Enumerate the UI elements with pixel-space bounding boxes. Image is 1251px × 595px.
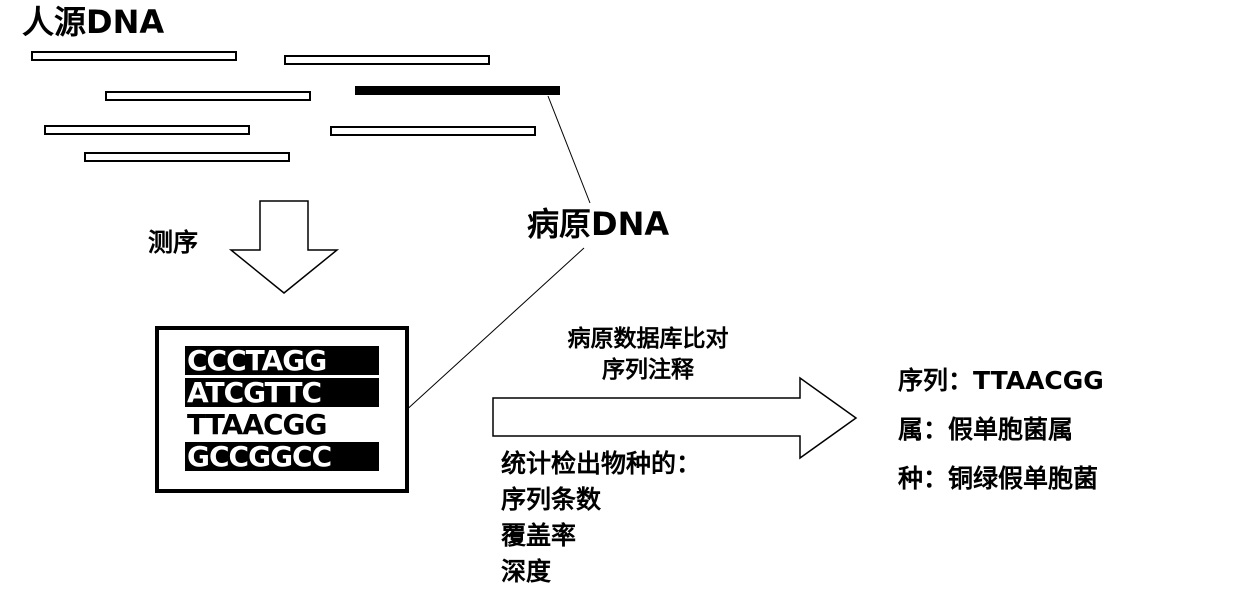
pathogen-connector-lower bbox=[390, 247, 585, 425]
sequencing-arrow bbox=[228, 200, 340, 294]
stats-line-2: 序列条数 bbox=[501, 485, 602, 514]
pathogen-read bbox=[355, 86, 560, 95]
annotation-line-2: 序列注释 bbox=[602, 357, 694, 383]
pathogen-connector-upper bbox=[547, 95, 591, 204]
stats-line-3: 覆盖率 bbox=[501, 521, 577, 550]
human-read-6 bbox=[84, 152, 290, 162]
sequence-read-4: GCCGGCC bbox=[185, 442, 379, 471]
result-species: 种：铜绿假单胞菌 bbox=[898, 464, 1099, 493]
sequence-read-3: TTAACGG bbox=[185, 410, 379, 439]
sequence-reads-box: CCCTAGG ATCGTTC TTAACGG GCCGGCC bbox=[155, 326, 409, 493]
human-read-3 bbox=[105, 91, 311, 101]
human-read-2 bbox=[284, 55, 490, 65]
human-dna-label: 人源DNA bbox=[22, 3, 165, 41]
human-read-4 bbox=[44, 125, 250, 135]
sequence-read-2: ATCGTTC bbox=[185, 378, 379, 407]
stats-line-1: 统计检出物种的： bbox=[501, 449, 702, 478]
stats-line-4: 深度 bbox=[501, 557, 552, 586]
annotation-line-1: 病原数据库比对 bbox=[567, 326, 729, 352]
sequence-reads-list: CCCTAGG ATCGTTC TTAACGG GCCGGCC bbox=[185, 346, 379, 474]
annotation-arrow bbox=[492, 376, 858, 460]
sequencing-label: 测序 bbox=[148, 228, 199, 257]
result-genus: 属：假单胞菌属 bbox=[898, 415, 1074, 444]
pathogen-dna-label: 病原DNA bbox=[527, 205, 670, 243]
human-read-5 bbox=[330, 126, 536, 136]
sequence-read-1: CCCTAGG bbox=[185, 346, 379, 375]
annotation-label: 病原数据库比对 序列注释 bbox=[513, 324, 783, 386]
stats-label: 统计检出物种的： 序列条数 覆盖率 深度 bbox=[501, 446, 701, 590]
human-read-1 bbox=[31, 51, 237, 61]
result-sequence: 序列：TTAACGG bbox=[898, 366, 1104, 395]
result-panel: 序列：TTAACGG 属：假单胞菌属 种：铜绿假单胞菌 bbox=[898, 356, 1198, 503]
